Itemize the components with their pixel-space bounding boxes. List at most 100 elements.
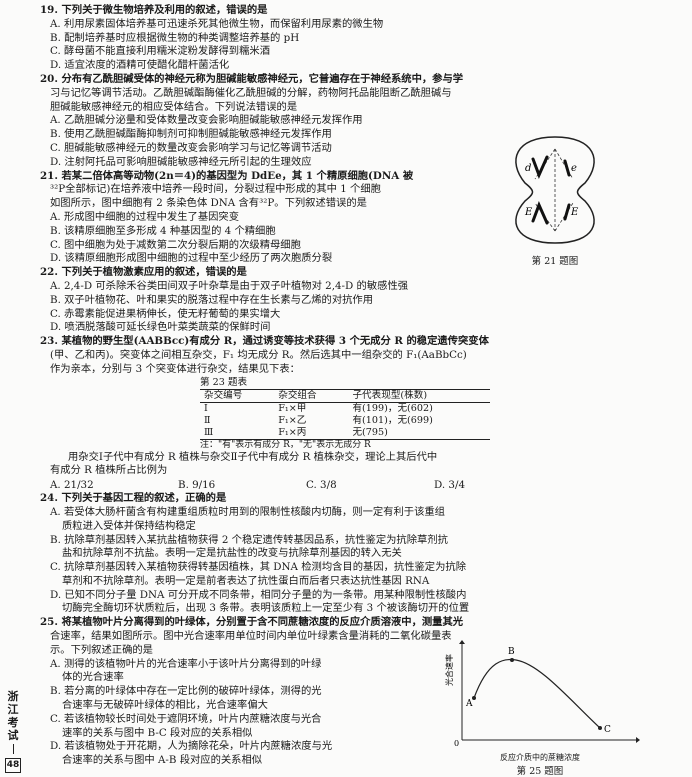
figure-25-caption: 第 25 题图 <box>516 766 564 777</box>
question-24-option-d: D. 已知不同分子量 DNA 可分开成不同条带，相同分子量的为一条带。用某种限制… <box>50 588 467 601</box>
rate-curve <box>473 658 601 729</box>
question-25-option-b-cont: 合速率与无破碎叶绿体的相比，光合速率偏大 <box>62 699 268 712</box>
table-header-offspring: 子代表现型(株数) <box>352 389 428 401</box>
table-cell: F₁×乙 <box>278 414 307 426</box>
table-cell: Ⅲ <box>204 426 214 438</box>
question-20-option-d: D. 注射阿托品可影响胆碱能敏感神经元所引起的生理效应 <box>50 155 312 168</box>
question-20-option-a: A. 乙酰胆碱分泌量和受体数量改变会影响胆碱能敏感神经元发挥作用 <box>50 114 363 127</box>
table-header-row: 杂交编号 杂交组合 子代表现型(株数) <box>200 389 490 403</box>
chromosome <box>563 159 571 177</box>
table-cell: 无(795) <box>352 426 388 438</box>
question-23-stem-line3: 作为亲本，分别与 3 个突变体进行杂交，结果见下表： <box>50 362 300 375</box>
question-19-stem: 19. 下列关于微生物培养及利用的叙述，错误的是 <box>40 4 268 16</box>
y-axis-label: 光合速率 <box>444 654 454 686</box>
question-25-stem: 25. 将某植物叶片分离得到的叶绿体，分别置于含不同蔗糖浓度的反应介质溶液中，测… <box>40 616 464 629</box>
table-header-cross-combo: 杂交组合 <box>278 389 317 401</box>
question-24-option-c: C. 抗除草剂基因转入某植物获得转基因植株，其 DNA 检测均含目的基因，抗性鉴… <box>50 561 466 574</box>
side-label-text: 浙江考试 <box>7 690 19 742</box>
chromosome <box>531 155 549 179</box>
point-b-label: B <box>508 647 515 657</box>
gene-label: E <box>524 207 533 218</box>
chromosome <box>531 201 549 225</box>
chromosome <box>563 203 571 221</box>
question-23-table-note: 注："有"表示有成分 R，"无"表示无成分 R <box>200 439 371 450</box>
exam-page: 19. 下列关于微生物培养及利用的叙述，错误的是 A. 利用尿素固体培养基可迅速… <box>40 4 680 766</box>
spindle-line <box>554 148 574 180</box>
question-21-option-c: C. 图中细胞为处于减数第二次分裂后期的次级精母细胞 <box>50 238 301 251</box>
table-cell: 有(101)，无(699) <box>352 414 433 426</box>
question-25-option-a: A. 测得的该植物叶片的光合速率小于该叶片分离得到的叶绿 <box>50 657 322 670</box>
question-25-stem-line3: 示。下列叙述正确的是 <box>50 643 153 656</box>
question-23-question-line1: 用杂交Ⅰ子代中有成分 R 植株与杂交Ⅱ子代中有成分 R 植株杂交，理论上其后代中 <box>68 450 438 463</box>
y-axis-arrow <box>459 640 465 644</box>
origin-label: 0 <box>454 739 459 748</box>
question-24-option-d-cont: 切酶完全酶切环状质粒后，出现 3 条带。表明该质粒上一定至少有 3 个被该酶切开… <box>62 602 470 615</box>
question-24-option-b: B. 抗除草剂基因转入某抗盐植物获得 2 个稳定遗传转基因品系，抗性鉴定为抗除草… <box>50 533 448 546</box>
question-19-option-d: D. 适宜浓度的酒精可使醋化醋杆菌活化 <box>50 59 230 72</box>
x-axis-label: 反应介质中的蔗糖浓度 <box>500 753 580 762</box>
gene-label: E <box>570 207 579 218</box>
point-a-marker <box>472 696 476 700</box>
cell-membrane <box>515 136 595 244</box>
table-row: Ⅱ F₁×乙 有(101)，无(699) <box>200 415 490 427</box>
question-25-stem-line2: 合速率，结果如图所示。图中光合速率用单位时间内单位叶绿素含量消耗的二氧化碳量表 <box>50 630 452 643</box>
gene-label: e <box>571 163 577 174</box>
point-a-label: A <box>465 699 473 709</box>
question-24-stem: 24. 下列关于基因工程的叙述，正确的是 <box>40 492 227 505</box>
question-25-option-d-cont: 合速率的关系与图中 A-B 段对应的关系相似 <box>62 754 263 767</box>
question-21-stem: 21. 若某二倍体高等动物(2n＝4)的基因型为 DdEe，其 1 个精原细胞(… <box>40 169 414 182</box>
question-24-option-b-cont: 盐和抗除草剂不抗盐。表明一定是抗盐性的改变与抗除草剂基因的转入无关 <box>62 547 402 560</box>
photosynthesis-curve-graph: A B C 0 光合速率 <box>444 640 640 748</box>
point-c-label: C <box>604 725 611 735</box>
question-23-question-line2: 有成分 R 植株所占比例为 <box>50 464 168 477</box>
page-number: 48 <box>4 758 22 773</box>
question-23-stem-line2: (甲、乙和丙)。突变体之间相互杂交，F₁ 均无成分 R。然后选其中一组杂交的 F… <box>50 348 467 361</box>
table-header-cross-id: 杂交编号 <box>204 389 243 401</box>
question-23-stem: 23. 某植物的野生型(AABBcc)有成分 R，通过诱变等技术获得 3 个无成… <box>40 335 489 348</box>
question-20-stem-line2: 习与记忆等调节活动。乙酰胆碱酯酶催化乙酰胆碱的分解，药物阿托品能阻断乙酰胆碱与 <box>50 86 452 99</box>
point-c-marker <box>598 726 602 730</box>
figure-21-caption: 第 21 题图 <box>531 256 579 267</box>
question-19-option-c: C. 酵母菌不能直接利用糯米淀粉发酵得到糯米酒 <box>50 45 270 58</box>
x-axis-arrow <box>636 737 640 743</box>
question-24-option-a-cont: 质粒进入受体并保持结构稳定 <box>62 519 196 532</box>
question-21-option-b: B. 该精原细胞至多形成 4 种基因型的 4 个精细胞 <box>50 224 276 237</box>
table-cell: F₁×丙 <box>278 426 307 438</box>
question-23-option-b: B. 9/16 <box>178 479 216 492</box>
spindle-line <box>554 202 574 232</box>
table-cell: 有(199)，无(602) <box>352 402 433 414</box>
table-row: Ⅲ F₁×丙 无(795) <box>200 427 490 440</box>
question-20-stem: 20. 分布有乙酰胆碱受体的神经元称为胆碱能敏感神经元，它普遍存在于神经系统中，… <box>40 72 464 85</box>
question-23-option-d: D. 3/4 <box>434 479 466 492</box>
side-label: 浙江考试 48 <box>4 690 22 773</box>
figure-25: A B C 0 光合速率 反应介质中的蔗糖浓度 第 25 题图 <box>440 640 640 777</box>
gene-label: d <box>525 163 531 174</box>
question-22-option-a: A. 2,4-D 可杀除禾谷类田间双子叶杂草是由于双子叶植物对 2,4-D 的敏… <box>50 279 409 292</box>
question-24-option-a: A. 若受体大肠杆菌含有构建重组质粒时用到的限制性核酸内切酶，则一定有利于该重组 <box>50 505 445 518</box>
question-20-option-b: B. 使用乙酰胆碱酯酶抑制剂可抑制胆碱能敏感神经元发挥作用 <box>50 128 332 141</box>
table-cell: Ⅱ <box>204 414 211 426</box>
question-21-option-a: A. 形成图中细胞的过程中发生了基因突变 <box>50 210 240 223</box>
question-22-option-c: C. 赤霉素能促进果柄伸长，使无籽葡萄的果实增大 <box>50 307 281 320</box>
question-25-option-c-cont: 速率的关系与图中 B-C 段对应的关系相似 <box>62 726 253 739</box>
table-row: Ⅰ F₁×甲 有(199)，无(602) <box>200 402 490 415</box>
question-23-table-caption: 第 23 题表 <box>200 376 248 388</box>
question-22-option-d: D. 喷洒脱落酸可延长绿色叶菜类蔬菜的保鲜时间 <box>50 321 271 334</box>
question-23-table-block: 第 23 题表 杂交编号 杂交组合 子代表现型(株数) Ⅰ F₁×甲 有(199… <box>200 377 490 451</box>
question-24-option-c-cont: 草剂和不抗除草剂。表明一定是前者表达了抗性蛋白而后者只表达抗性基因 RNA <box>62 574 430 587</box>
question-21-stem-line3: 如图所示，图中细胞有 2 条染色体 DNA 含有³²P。下列叙述错误的是 <box>50 197 367 210</box>
table-cell: F₁×甲 <box>278 402 307 414</box>
question-25-option-c: C. 若该植物较长时间处于遮阴环境，叶片内蔗糖浓度与光合 <box>50 712 322 725</box>
question-25-option-a-cont: 体的光合速率 <box>62 671 124 684</box>
question-23-option-c: C. 3/8 <box>306 479 337 492</box>
question-20-option-c: C. 胆碱能敏感神经元的数量改变会影响学习与记忆等调节活动 <box>50 141 332 154</box>
side-divider <box>12 744 14 754</box>
question-23-options: A. 21/32 B. 9/16 C. 3/8 D. 3/4 <box>40 478 680 492</box>
table-cell: Ⅰ <box>204 402 208 414</box>
question-25-option-d: D. 若该植物处于开花期，人为摘除花朵，叶片内蔗糖浓度与光 <box>50 740 333 753</box>
question-22-stem: 22. 下列关于植物激素应用的叙述，错误的是 <box>40 266 247 279</box>
question-23-option-a: A. 21/32 <box>50 479 94 492</box>
figure-21: d e E E 第 21 题图 <box>495 131 615 267</box>
cell-division-diagram: d e E E <box>515 136 595 244</box>
question-22-option-b: B. 双子叶植物花、叶和果实的脱落过程中存在生长素与乙烯的对抗作用 <box>50 293 374 306</box>
